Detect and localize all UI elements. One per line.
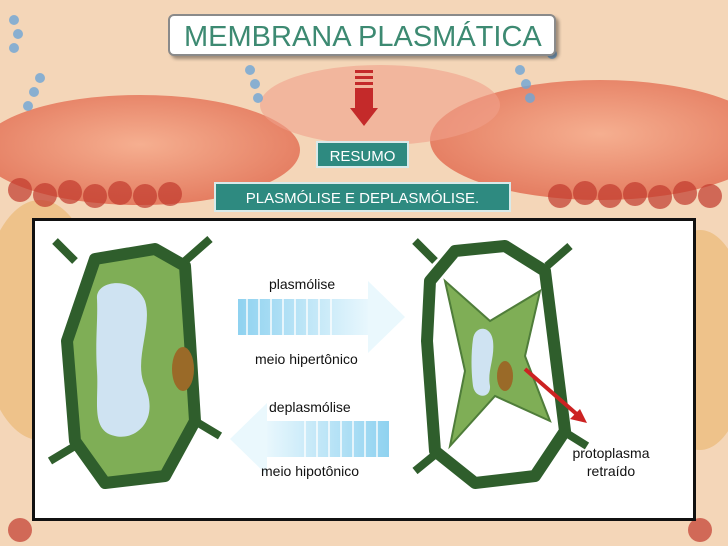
deplasmolysis-arrow: [230, 403, 389, 475]
nucleus-left: [172, 347, 194, 391]
callout-arrow-icon: [523, 367, 587, 423]
plasmolysed-cell: [412, 238, 590, 489]
diagram-panel: plasmólise meio hipertônico deplasmólise…: [32, 218, 696, 521]
page-title: MEMBRANA PLASMÁTICA: [168, 14, 556, 56]
callout-label: protoplasma retraído: [561, 445, 661, 479]
hypotonic-label: meio hipotônico: [261, 463, 360, 479]
section-subtitle: PLASMÓLISE E DEPLASMÓLISE.: [214, 182, 511, 212]
deplasmolysis-label: deplasmólise: [269, 399, 351, 415]
arrow-down-icon: [350, 70, 378, 126]
callout-label-line2: retraído: [586, 463, 636, 479]
nucleus-right: [497, 361, 513, 391]
plasmolysis-label: plasmólise: [269, 276, 336, 292]
callout-label-line1: protoplasma: [572, 445, 650, 461]
plasmolysis-arrow: [238, 281, 405, 353]
turgid-cell: [47, 235, 223, 489]
hypertonic-label: meio hipertônico: [255, 351, 358, 367]
resumo-label: RESUMO: [316, 141, 409, 168]
plasmolysis-diagram: [47, 235, 590, 489]
